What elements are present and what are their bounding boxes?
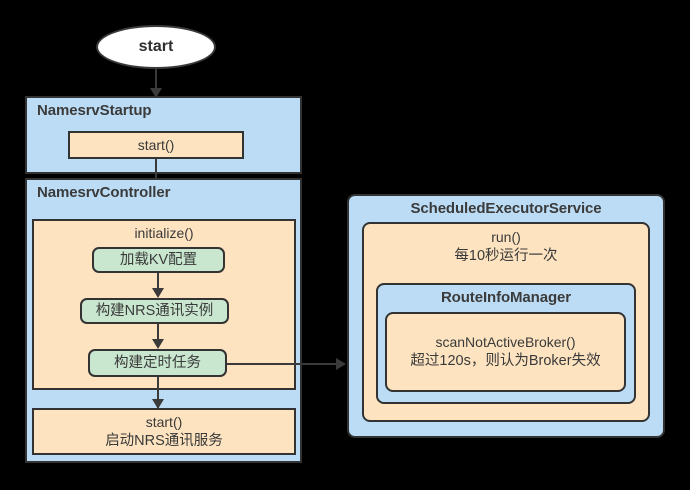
arrowhead-initialize-to-start <box>152 399 164 409</box>
block-controller-start: start() 启动NRS通讯服务 <box>32 408 296 455</box>
container-scheduled-executor-service-title: ScheduledExecutorService <box>410 200 602 217</box>
step-startup-start: start() <box>68 131 244 159</box>
task-build-nrs-instance-label: 构建NRS通讯实例 <box>95 302 214 319</box>
block-scan-not-active-broker-line2: 超过120s，则认为Broker失效 <box>410 353 601 369</box>
start-terminator: start <box>96 25 216 69</box>
block-scan-not-active-broker: scanNotActiveBroker() 超过120s，则认为Broker失效 <box>385 312 626 392</box>
arrowhead-kv-to-nrs <box>152 288 164 298</box>
task-build-scheduled-task: 构建定时任务 <box>88 349 227 377</box>
arrowhead-timer-to-executor <box>336 358 346 370</box>
block-controller-start-line2: 启动NRS通讯服务 <box>105 432 223 449</box>
connector-nrs-to-timer <box>157 324 159 346</box>
block-scan-not-active-broker-line1: scanNotActiveBroker() <box>435 334 576 350</box>
arrowhead-start-to-startup <box>150 88 162 98</box>
block-run-line2: 每10秒运行一次 <box>454 248 558 264</box>
task-build-nrs-instance: 构建NRS通讯实例 <box>80 298 229 324</box>
arrowhead-nrs-to-timer <box>152 339 164 349</box>
task-build-scheduled-task-label: 构建定时任务 <box>114 354 201 371</box>
connector-timer-to-executor <box>227 363 341 365</box>
container-namesrv-controller-title: NamesrvController <box>37 184 171 201</box>
connector-initialize-to-start <box>157 377 159 408</box>
task-load-kv-config: 加载KV配置 <box>92 247 225 273</box>
container-namesrv-startup-title: NamesrvStartup <box>37 102 152 119</box>
start-terminator-label: start <box>138 38 174 55</box>
task-load-kv-config-label: 加载KV配置 <box>119 251 198 268</box>
container-route-info-manager-title: RouteInfoManager <box>440 289 572 306</box>
connector-kv-to-nrs <box>157 273 159 295</box>
block-controller-start-line1: start() <box>145 413 183 430</box>
block-initialize-label: initialize() <box>134 225 194 241</box>
block-run-line1: run() <box>491 229 521 245</box>
connector-start-to-startup <box>155 69 157 92</box>
step-startup-start-label: start() <box>137 136 175 153</box>
